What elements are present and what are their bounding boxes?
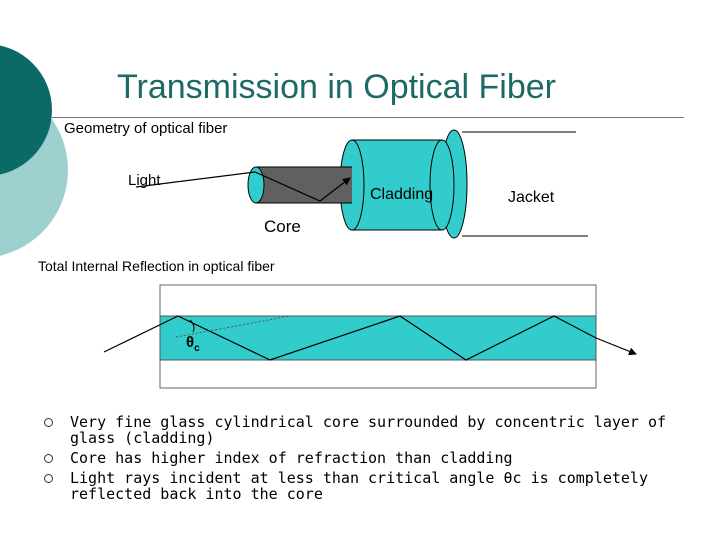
tir-ray bbox=[103, 315, 637, 361]
bullet-circle-icon bbox=[44, 418, 53, 427]
core-label: Core bbox=[264, 217, 301, 236]
bullet-text: Light rays incident at less than critica… bbox=[70, 469, 648, 503]
cladding-label: Cladding bbox=[370, 186, 433, 203]
slide-title: Transmission in Optical Fiber bbox=[117, 68, 556, 106]
bullet-circle-icon bbox=[44, 474, 53, 483]
bullet-text: Very fine glass cylindrical core surroun… bbox=[70, 413, 667, 447]
tir-core-band bbox=[159, 315, 597, 361]
bullet-text: Core has higher index of refraction than… bbox=[70, 449, 513, 467]
bullet-item: Light rays incident at less than critica… bbox=[44, 470, 684, 502]
fiber-diagram: Geometry of optical fiber Light Cladding… bbox=[38, 120, 637, 389]
bullet-circle-icon bbox=[44, 454, 53, 463]
cladding-shape bbox=[339, 139, 455, 231]
jacket-shape bbox=[440, 129, 588, 239]
jacket-label: Jacket bbox=[508, 189, 555, 206]
light-ray-geometry bbox=[135, 171, 351, 202]
core-shape bbox=[247, 166, 352, 204]
geometry-heading: Geometry of optical fiber bbox=[64, 120, 227, 137]
dark-teal-circle bbox=[0, 45, 52, 175]
bullet-list: Very fine glass cylindrical core surroun… bbox=[44, 414, 684, 506]
title-rule bbox=[52, 117, 684, 118]
tir-heading: Total Internal Reflection in optical fib… bbox=[38, 258, 275, 274]
critical-angle-label: θc bbox=[186, 334, 200, 354]
tir-angle-arc bbox=[189, 319, 195, 333]
tir-normal-line bbox=[175, 315, 291, 338]
bullet-item: Very fine glass cylindrical core surroun… bbox=[44, 414, 684, 446]
bullet-item: Core has higher index of refraction than… bbox=[44, 450, 684, 466]
decorative-circles bbox=[0, 45, 68, 256]
light-label: Light bbox=[128, 172, 161, 189]
